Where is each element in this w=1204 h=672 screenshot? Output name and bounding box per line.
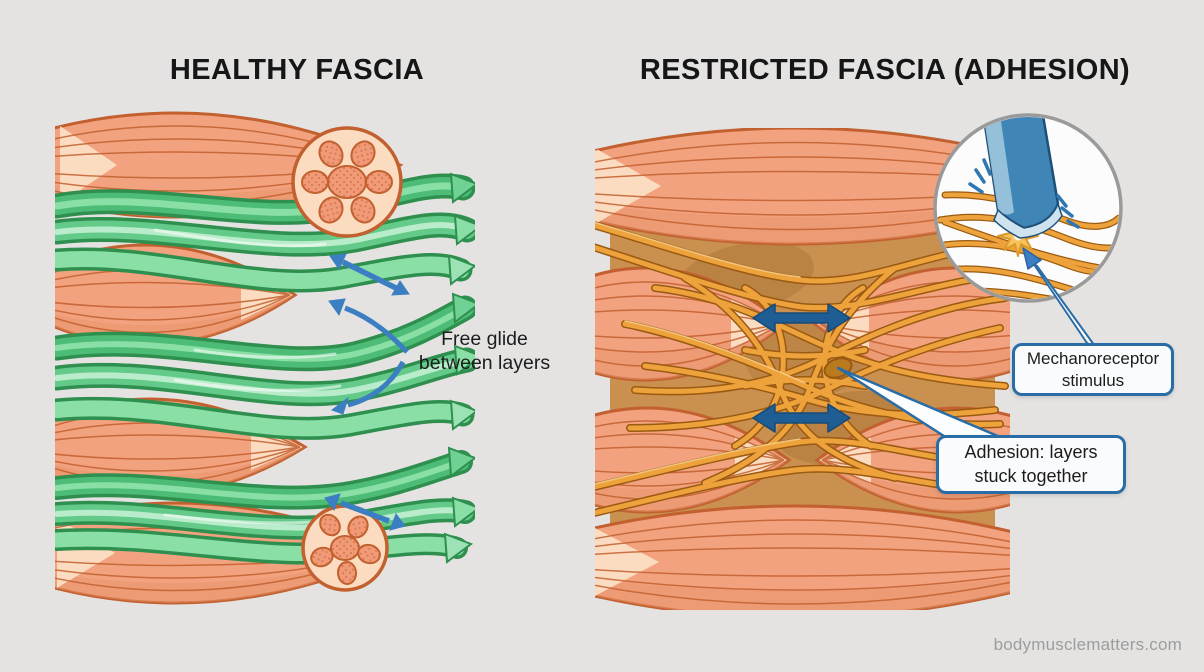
healthy-panel-title: HEALTHY FASCIA [169, 54, 425, 86]
spark-icon [968, 158, 1080, 229]
glide-arrow-icon [324, 493, 406, 531]
free-glide-label: Free glide between layers [418, 328, 551, 374]
adhesion-callout-text: Adhesion: layers stuck together [964, 442, 1098, 486]
inset-magnifier [933, 113, 1123, 303]
adhesion-callout: Adhesion: layers stuck together [936, 435, 1126, 494]
healthy-fascia-illustration [55, 111, 475, 605]
muscle-cross-section [291, 126, 403, 238]
restricted-fascia-illustration [595, 128, 1010, 610]
glide-arrow-icon [329, 253, 410, 296]
mechanoreceptor-callout-text: Mechanoreceptor stimulus [1026, 348, 1160, 390]
inset-and-pointers [836, 113, 1123, 460]
muscle-cross-section [301, 504, 389, 592]
glide-arrow-icon [330, 360, 406, 415]
iastm-tool-icon [980, 117, 1063, 239]
fascia-layers-green [55, 172, 475, 565]
watermark: bodymusclematters.com [993, 635, 1182, 654]
double-arrow-icon [752, 403, 851, 433]
mechanoreceptor-callout: Mechanoreceptor stimulus [1012, 343, 1174, 396]
double-arrow-icon [752, 303, 851, 333]
restricted-panel-title: RESTRICTED FASCIA (ADHESION) [639, 54, 1131, 86]
glide-arrow-icon [328, 298, 409, 354]
muscle-bundle [595, 504, 1010, 610]
